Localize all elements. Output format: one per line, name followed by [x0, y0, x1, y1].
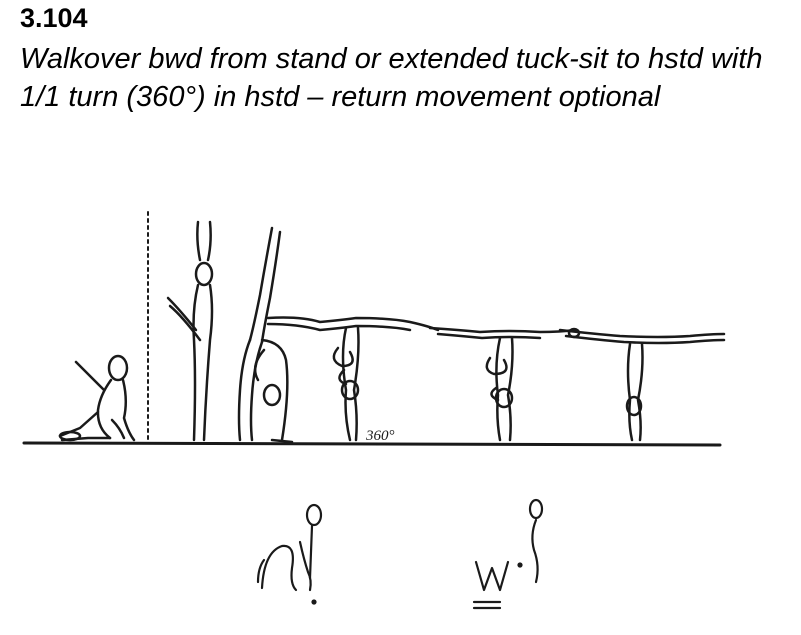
notation-symbol-turn — [472, 498, 544, 610]
gymnast-handstand-final — [558, 327, 726, 442]
element-number: 3.104 — [20, 3, 88, 33]
gymnast-tuck-sit — [58, 354, 136, 442]
notation-symbol-walkover — [256, 503, 323, 605]
element-description: Walkover bwd from stand or extended tuck… — [20, 43, 763, 113]
gymnast-handstand-turning — [266, 316, 440, 442]
gymnast-handstand-turning-2 — [428, 326, 577, 442]
movement-illustration: 360° — [0, 190, 801, 635]
gymnast-stand-arms-up — [166, 220, 214, 442]
gymnast-back-walkover — [237, 226, 294, 444]
floor-line — [22, 441, 722, 447]
turn-degree-label: 360° — [365, 428, 395, 444]
